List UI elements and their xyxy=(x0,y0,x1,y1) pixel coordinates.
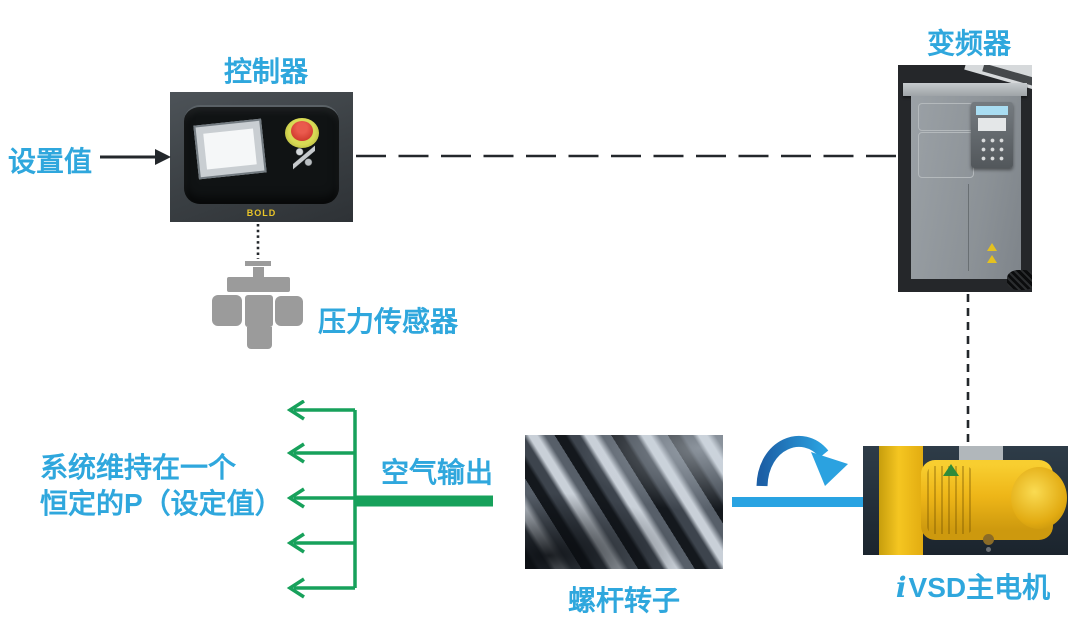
vfd-cables xyxy=(1007,270,1032,290)
rotation-arrow-icon xyxy=(756,436,848,487)
manifold-arrowhead-2-icon xyxy=(286,442,305,464)
motor-ribs xyxy=(927,466,973,534)
vfd-photo xyxy=(898,65,1032,292)
manifold-arrowhead-3-icon xyxy=(286,487,305,509)
vfd-keypad-buttons xyxy=(978,135,1006,161)
controller-brand-text: BOLD xyxy=(246,208,277,218)
motor-bracket xyxy=(879,446,923,555)
system-text-line1: 系统维持在一个 xyxy=(40,452,237,483)
vfd-door-seam xyxy=(968,184,970,271)
manifold-arrowhead-1-icon xyxy=(286,400,305,421)
system-text-line2: 恒定的P（设定值） xyxy=(40,488,283,519)
manifold-arrowhead-5-icon xyxy=(286,577,305,599)
sensor-right-block xyxy=(275,296,303,326)
emergency-stop-button-icon xyxy=(291,121,313,141)
sensor-head xyxy=(227,277,290,292)
set-value-arrow-head-icon xyxy=(155,149,171,165)
screw-rotor-photo xyxy=(525,435,723,569)
coupling-bar xyxy=(732,497,863,507)
vfd-door-panel-bottom xyxy=(918,132,974,178)
vfd-keypad-screen xyxy=(976,106,1008,115)
pressure-sensor-icon xyxy=(210,258,305,353)
motor-top-pipe xyxy=(959,446,1003,460)
sensor-top-bar xyxy=(245,261,271,266)
vfd-cabinet xyxy=(911,96,1021,279)
sensor-left-block xyxy=(212,295,242,326)
controller-keys-icon xyxy=(293,144,315,170)
vfd-warning-sticker-icon xyxy=(987,243,997,251)
system-constant-pressure-text: 系统维持在一个 恒定的P（设定值） xyxy=(40,450,283,522)
air-manifold-arrows-icon xyxy=(286,400,493,599)
rotation-arrow-head-icon xyxy=(811,452,848,486)
motor-warning-sticker-icon xyxy=(943,464,959,476)
vfd-label: 变频器 xyxy=(926,28,1012,59)
controller-display-screen xyxy=(193,118,267,180)
air-output-label: 空气输出 xyxy=(381,457,494,488)
motor-label-i: i xyxy=(895,571,907,604)
controller-photo: BOLD xyxy=(170,92,353,222)
vfd-warning-sticker2-icon xyxy=(987,255,997,263)
set-value-label: 设置值 xyxy=(8,146,93,177)
manifold-arrowhead-4-icon xyxy=(286,532,305,554)
sensor-center-block xyxy=(245,295,273,327)
motor-label: iVSD主电机 xyxy=(896,566,1050,606)
sensor-neck xyxy=(253,267,264,277)
motor-photo xyxy=(863,446,1068,555)
rotation-arc xyxy=(756,436,829,487)
motor-label-rest: VSD主电机 xyxy=(908,572,1051,603)
pressure-sensor-label: 压力传感器 xyxy=(318,306,459,337)
rotor-label: 螺杆转子 xyxy=(567,585,681,616)
motor-fitting xyxy=(983,534,994,545)
vfd-mounting-rail xyxy=(903,83,1027,96)
vfd-keypad-lcd xyxy=(978,118,1006,131)
controller-label: 控制器 xyxy=(223,56,309,87)
motor-end-cap xyxy=(1011,467,1067,529)
vfd-keypad xyxy=(971,102,1013,168)
sensor-bottom-tab xyxy=(247,327,272,349)
vfd-door-panel-top xyxy=(918,103,974,131)
